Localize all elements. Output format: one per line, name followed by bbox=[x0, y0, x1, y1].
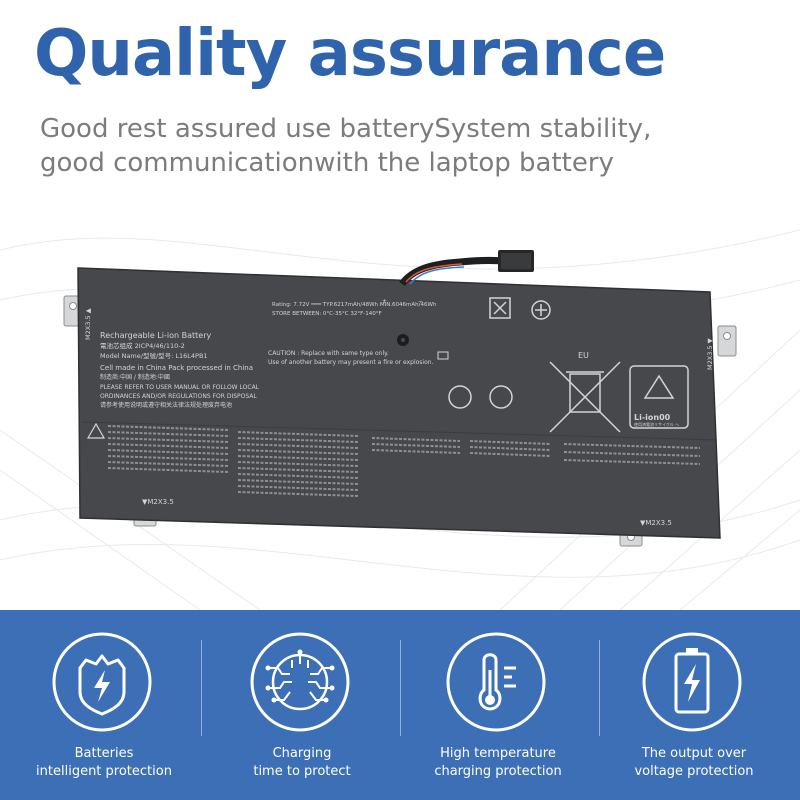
label-plus: + bbox=[382, 298, 387, 305]
label-title: Rechargeable Li-ion Battery bbox=[100, 331, 211, 340]
label-store: STORE BETWEEN: 0°C-35°C 32°F-140°F bbox=[272, 311, 382, 317]
label-minus: − bbox=[418, 298, 423, 305]
subheadline-line-2: good communicationwith the laptop batter… bbox=[40, 148, 614, 178]
feature-line-2: voltage protection bbox=[634, 764, 754, 779]
label-li-ion: Li-ion00 bbox=[634, 413, 671, 422]
label-caution-2: Use of another battery may present a fir… bbox=[268, 359, 434, 366]
laptop-battery-image: Rechargeable Li-ion Battery 電池芯组成 2ICP4/… bbox=[63, 250, 737, 547]
corner-mark-left: M2X3.5 ▲ bbox=[84, 308, 92, 340]
label-recycle-caption: 使用済電池リサイクル へ bbox=[634, 421, 679, 427]
feature-line-2: intelligent protection bbox=[36, 764, 172, 779]
corner-mark-bottom-left: ▼M2X3.5 bbox=[142, 498, 174, 506]
feature-charging-time: Charging time to protect bbox=[202, 630, 402, 790]
recycle-symbol-icon bbox=[629, 365, 689, 429]
feature-divider bbox=[400, 640, 401, 736]
circuit-chip-icon bbox=[250, 632, 350, 732]
certification-mark-icon bbox=[448, 297, 551, 409]
feature-line-1: Charging bbox=[272, 746, 332, 761]
label-model-line: Model Name/型號/型号: L16L4PB1 bbox=[100, 351, 208, 360]
label-user-manual: PLEASE REFER TO USER MANUAL OR FOLLOW LO… bbox=[100, 384, 260, 391]
label-cell-line: 電池芯组成 2ICP4/46/110-2 bbox=[100, 341, 185, 350]
battery-small-icon bbox=[437, 351, 449, 360]
feature-battery-protection: Batteries intelligent protection bbox=[4, 630, 204, 790]
feature-high-temperature: High temperature charging protection bbox=[398, 630, 598, 790]
corner-mark-right: M2X3.5 ▼ bbox=[706, 338, 714, 370]
label-ordinances: ORDINANCES AND/OR REGULATIONS FOR DISPOS… bbox=[100, 393, 257, 400]
battery-body bbox=[77, 267, 721, 539]
label-cn-notice: 请参考使用说明或遵守相关法律法规处理废弃电池 bbox=[100, 401, 232, 409]
shield-lightning-icon bbox=[52, 632, 152, 732]
battery-bolt-icon bbox=[642, 632, 742, 732]
thermometer-icon bbox=[446, 632, 546, 732]
feature-line-2: time to protect bbox=[253, 764, 351, 779]
fine-print-warnings bbox=[107, 425, 701, 497]
warning-triangle-icon bbox=[86, 422, 106, 439]
corner-mark-bottom-right: ▼M2X3.5 bbox=[640, 519, 672, 527]
label-eu: EU bbox=[578, 351, 589, 360]
feature-line-1: High temperature bbox=[440, 746, 556, 761]
label-rating: Rating: 7.72V ═══ TYP.6217mAh/48Wh MIN.6… bbox=[272, 302, 437, 308]
battery-connector-cable bbox=[399, 250, 534, 287]
feature-voltage-protection: The output over voltage protection bbox=[594, 630, 794, 790]
feature-divider bbox=[201, 640, 202, 736]
crossed-bin-icon bbox=[549, 361, 621, 433]
feature-line-2: charging protection bbox=[434, 764, 562, 779]
label-caution: CAUTION : Replace with same type only. bbox=[268, 350, 389, 357]
feature-line-1: The output over bbox=[641, 746, 747, 761]
subheadline-line-1: Good rest assured use batterySystem stab… bbox=[40, 114, 652, 144]
label-made-in-cn: 制造商:中国 / 制造地:中國 bbox=[100, 373, 170, 381]
label-made-in: Cell made in China Pack processed in Chi… bbox=[100, 364, 253, 372]
feature-line-1: Batteries bbox=[74, 746, 134, 761]
feature-divider bbox=[599, 640, 600, 736]
headline: Quality assurance bbox=[34, 17, 666, 91]
